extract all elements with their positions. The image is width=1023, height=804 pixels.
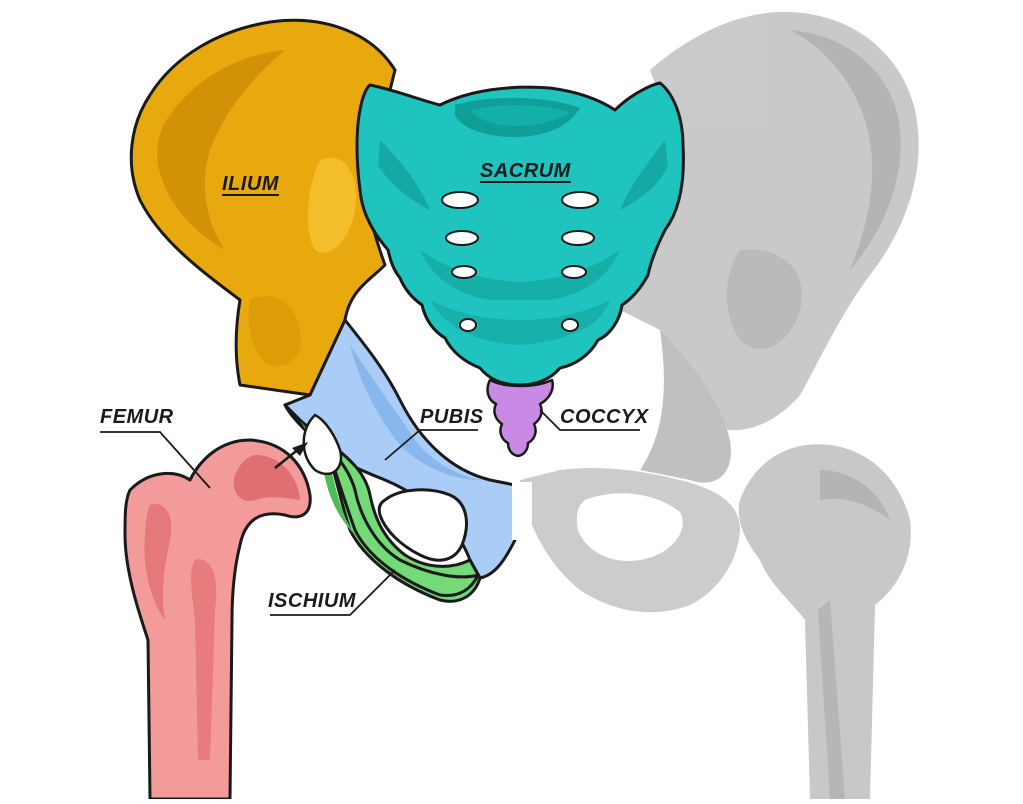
leader-lines — [100, 409, 640, 616]
coccyx-leader — [539, 409, 640, 431]
coccyx-bone — [486, 378, 554, 458]
femur-bone — [123, 438, 312, 801]
ilium-label: ILIUM — [222, 173, 279, 195]
ischium-bone — [283, 403, 482, 603]
femur-label: FEMUR — [100, 406, 174, 428]
sacrum-label: SACRUM — [480, 160, 571, 182]
ischium-label: ISCHIUM — [268, 590, 356, 612]
ilium-bone — [129, 18, 397, 397]
femur-leader — [100, 431, 211, 489]
ischium-leader — [270, 569, 396, 616]
coccyx-label: COCCYX — [560, 406, 649, 428]
obturator-foramen — [377, 488, 468, 562]
pubis-leader — [384, 429, 478, 461]
pubis-label: PUBIS — [420, 406, 484, 428]
sacrum-bone — [355, 81, 685, 387]
